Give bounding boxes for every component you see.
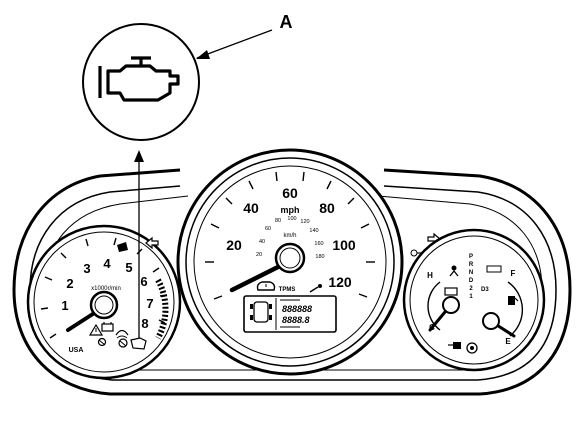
mph-number-60: 60 — [282, 185, 298, 201]
gear-2: 2 — [469, 286, 473, 292]
tpms-icon — [256, 281, 276, 291]
callout-arrowhead-up — [134, 150, 144, 162]
oss-icon — [486, 265, 502, 273]
seat-belt-icon — [97, 337, 107, 347]
battery-icon — [101, 322, 114, 332]
tripmeter-value: 8888.8 — [282, 315, 310, 325]
mph-number-40: 40 — [243, 200, 259, 216]
vsa-off-icon — [115, 329, 129, 339]
warning-triangle-icon — [88, 323, 104, 336]
kmh-label: km/h — [283, 233, 296, 239]
gear-r: R — [469, 262, 474, 268]
tach-number-7: 7 — [146, 296, 153, 311]
region-label: USA — [69, 347, 84, 354]
odometer-value: 888888 — [282, 304, 312, 314]
tpms-label: TPMS — [279, 287, 296, 293]
low-fuel-icon — [448, 342, 461, 349]
callout: A — [82, 12, 293, 338]
cruise-main-indicator-icon — [309, 284, 322, 293]
tach-number-4: 4 — [103, 256, 111, 271]
gear-d: D — [469, 278, 474, 284]
kmh-number-60: 60 — [265, 226, 271, 232]
fuel-full-label: F — [511, 269, 516, 278]
gear-n: N — [469, 270, 473, 276]
kmh-number-160: 160 — [314, 241, 323, 247]
tpms-location-icon — [250, 301, 272, 323]
temp-high-label: H — [427, 271, 433, 280]
combination-gauge: P R N D 2 1 D3 H C F E — [402, 228, 546, 372]
tpms-warning-icon — [466, 342, 478, 354]
kmh-number-20: 20 — [256, 252, 262, 258]
kmh-number-180: 180 — [315, 254, 324, 260]
mph-label: mph — [281, 205, 300, 215]
kmh-number-120: 120 — [300, 219, 309, 225]
callout-leader-a — [196, 29, 273, 59]
tach-check-engine-lamp — [130, 337, 147, 350]
mph-number-100: 100 — [332, 237, 356, 253]
tach-number-3: 3 — [83, 261, 90, 276]
tach-number-8: 8 — [141, 316, 148, 331]
engine-oil-icon — [118, 338, 128, 348]
temp-hub — [442, 296, 460, 314]
callout-arrowhead-a — [196, 50, 210, 59]
fuel-icon — [508, 296, 519, 305]
kmh-number-100: 100 — [287, 216, 296, 222]
mph-number-80: 80 — [319, 200, 335, 216]
mph-number-120: 120 — [328, 274, 352, 290]
gear-p: P — [469, 254, 473, 260]
tach-number-2: 2 — [66, 276, 73, 291]
turn-left-icon — [145, 236, 159, 250]
speedometer-needle — [229, 262, 285, 293]
tach-unit-label: x1000r/min — [91, 286, 121, 292]
tachometer: 1 2 3 4 5 6 7 8 x1000r/min USA — [26, 224, 182, 380]
gear-1: 1 — [469, 294, 473, 300]
callout-magnifier-circle — [82, 23, 200, 141]
fuel-empty-label: E — [505, 337, 511, 346]
fuel-hub — [482, 312, 500, 330]
mph-number-20: 20 — [226, 237, 242, 253]
high-beam-icon — [117, 242, 128, 252]
multi-info-display: 888888 8888.8 — [243, 295, 337, 333]
kmh-number-80: 80 — [275, 218, 281, 224]
callout-label-a: A — [280, 12, 293, 32]
security-icon — [444, 287, 458, 296]
gear-d3: D3 — [481, 287, 489, 293]
airbag-icon — [449, 265, 459, 277]
kmh-number-40: 40 — [259, 239, 265, 245]
tach-number-1: 1 — [61, 298, 68, 313]
kmh-number-140: 140 — [309, 228, 318, 234]
check-engine-icon — [98, 56, 180, 102]
tach-number-6: 6 — [140, 274, 147, 289]
speedometer: 20 40 60 80 100 120 mph km/h 20 40 60 80… — [176, 148, 404, 376]
tach-number-5: 5 — [125, 260, 132, 275]
